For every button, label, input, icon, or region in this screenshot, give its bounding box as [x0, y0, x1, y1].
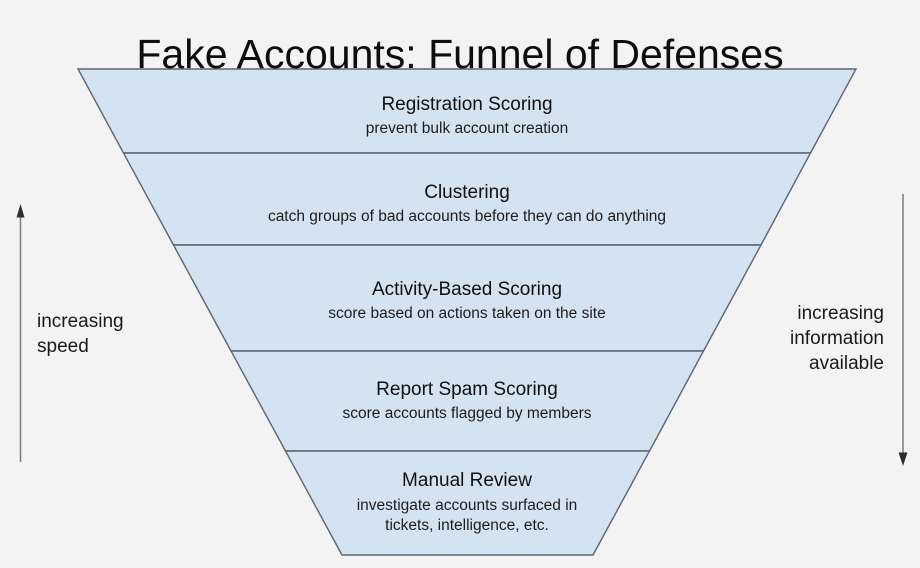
tier-title: Manual Review — [402, 470, 532, 492]
funnel-tier-registration-scoring: Registration Scoring prevent bulk accoun… — [147, 69, 787, 158]
increasing-speed-label: increasing speed — [37, 311, 124, 358]
tier-description: score based on actions taken on the site — [328, 305, 606, 323]
tier-description: prevent bulk account creation — [365, 120, 569, 138]
tier-title: Activity-Based Scoring — [371, 278, 563, 300]
tier-title: Report Spam Scoring — [376, 378, 558, 400]
down-arrow-icon — [898, 194, 908, 466]
funnel-shape — [76, 68, 858, 556]
funnel-tier-activity-based-scoring: Activity-Based Scoring score based on ac… — [217, 245, 717, 354]
tier-title: Clustering — [424, 181, 510, 203]
funnel-tier-report-spam-scoring: Report Spam Scoring score accounts flagg… — [267, 351, 667, 451]
funnel-tier-manual-review: Manual Review investigate accounts surfa… — [331, 451, 603, 555]
page-title: Fake Accounts: Funnel of Defenses — [136, 31, 784, 78]
tier-description: score accounts flagged by members — [342, 405, 592, 423]
increasing-information-label: increasing information available — [790, 303, 884, 375]
tier-title: Registration Scoring — [381, 93, 553, 115]
up-arrow-icon — [16, 204, 25, 462]
funnel-tier-clustering: Clustering catch groups of bad accounts … — [157, 153, 777, 250]
tier-description: investigate accounts surfaced in tickets… — [356, 497, 578, 535]
tier-description: catch groups of bad accounts before they… — [267, 208, 667, 226]
funnel-tier-5-shape — [284, 450, 651, 556]
